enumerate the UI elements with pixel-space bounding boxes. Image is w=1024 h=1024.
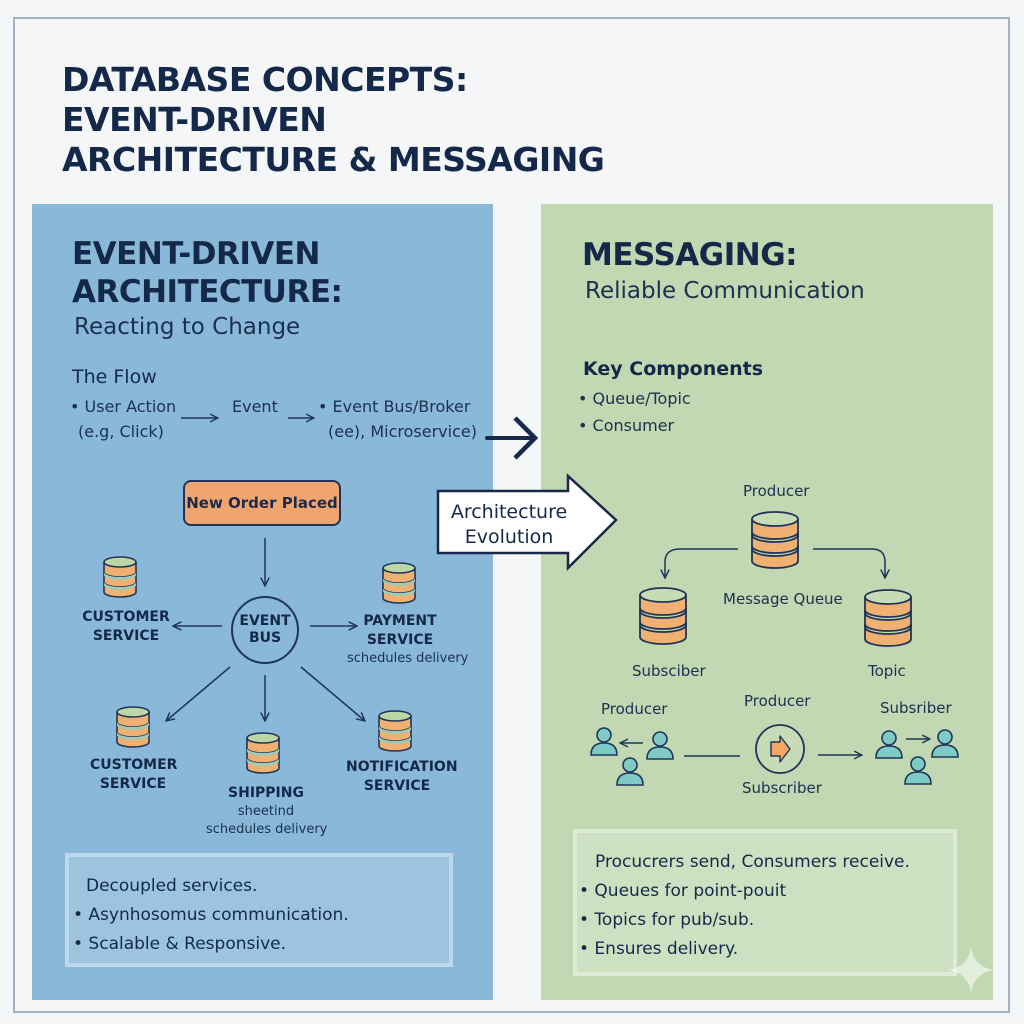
person-icon [616,757,644,786]
node-label-line-2: sheetind [237,804,295,819]
person-icon [646,731,674,760]
queue-producer-label: Producer [743,482,810,500]
payment-service-label: PAYMENT SERVICE [355,612,445,650]
message-queue-label: Message Queue [723,590,843,608]
messaging-summary: Procucrers send, Consumers receive. • Qu… [573,829,957,976]
evolution-label-line-2: Evolution [464,526,554,548]
event-driven-subheading: Reacting to Change [74,314,301,340]
pubsub-subscriber-right-label: Subsriber [880,699,952,717]
person-icon [875,730,903,759]
page-title-line-1: DATABASE CONCEPTS: [62,60,468,99]
node-label-line-1: NOTIFICATION [346,759,458,775]
queue-to-subscriber-arrow [665,548,738,578]
node-label-line-1: CUSTOMER [82,609,170,625]
flow-step-1: • User Action [70,397,177,416]
topic-label: Topic [868,662,906,680]
subscriber-database-icon [639,587,687,645]
pubsub-subscriber-center-label: Subscriber [742,779,822,797]
arrow-right-icon [485,416,539,460]
event-bus-hub: EVENT BUS [231,596,299,664]
node-label-line-2: SERVICE [99,776,167,792]
pubsub-producer-center-label: Producer [744,692,811,710]
architecture-evolution-arrow [436,473,618,572]
component-item: • Queue/Topic [578,389,691,408]
node-label-line-1: PAYMENT [363,613,437,629]
node-label-line-1: CUSTOMER [90,757,178,773]
bus-to-notification-arrow [300,666,365,721]
node-label-line-2: SERVICE [92,628,160,644]
database-icon [246,732,280,774]
page-title-line-2: EVENT-DRIVEN [62,100,327,139]
flow-step-3-note: (ee), Microservice) [328,422,477,441]
database-icon [382,562,416,604]
arrow-right-icon [770,735,791,763]
sparkle-icon [948,947,994,993]
event-bus-label-2: BUS [248,630,282,646]
event-driven-summary: Decoupled services. • Asynhosomus commun… [65,853,453,967]
summary-line: Procucrers send, Consumers receive. [595,852,910,872]
evolution-label-line-1: Architecture [450,501,568,523]
page-title-line-3: ARCHITECTURE & MESSAGING [62,140,605,179]
broker-circle-icon [755,724,805,774]
database-icon [103,556,137,598]
queue-to-topic-arrow [813,548,885,578]
flow-step-2: Event [232,397,278,416]
key-components-title: Key Components [583,358,764,380]
summary-line: • Queues for point-pouit [579,881,787,901]
architecture-evolution-label: Architecture Evolution [440,500,578,550]
pubsub-producer-left-label: Producer [601,700,668,718]
node-label-line-2: SERVICE [363,778,431,794]
shipping-label: SHIPPING sheetind schedules delivery [206,784,328,839]
page-title: DATABASE CONCEPTS: EVENT-DRIVEN ARCHITEC… [62,60,762,180]
component-item: • Consumer [578,416,675,435]
summary-line: Decoupled services. [86,876,258,896]
queue-subscriber-label: Subsciber [632,662,706,680]
person-icon [904,756,932,785]
summary-line: • Scalable & Responsive. [73,934,286,954]
event-bus-label-1: EVENT [239,613,291,629]
flow-title: The Flow [72,366,157,388]
customer-service-label-bottom: CUSTOMER SERVICE [90,756,178,794]
node-label-line-2: SERVICE [366,632,434,648]
producer-group-icon [590,727,674,786]
subscriber-group-icon [875,729,959,785]
event-driven-heading-1: EVENT-DRIVEN [72,236,321,272]
customer-service-label-top: CUSTOMER SERVICE [82,608,170,646]
flow-step-3: • Event Bus/Broker [318,397,471,416]
topic-database-icon [864,589,912,647]
shipping-note: schedules delivery [206,822,328,837]
messaging-subheading: Reliable Communication [585,278,865,304]
flow-step-1-note: (e.g, Click) [78,422,164,441]
message-queue-database-icon [751,511,799,569]
summary-line: • Ensures delivery. [579,939,739,959]
database-icon [116,706,150,748]
messaging-heading: MESSAGING: [582,237,798,273]
payment-service-note: schedules delivery [347,651,469,666]
summary-line: • Asynhosomus communication. [73,905,349,925]
new-order-event-box: New Order Placed [183,480,341,526]
notification-service-label: NOTIFICATION SERVICE [346,758,458,796]
database-icon [378,710,412,752]
bus-to-customer-bottom-arrow [166,666,231,721]
summary-line: • Topics for pub/sub. [579,910,755,930]
node-label-line-1: SHIPPING [228,785,304,801]
person-icon [590,727,618,756]
event-driven-heading-2: ARCHITECTURE: [72,274,343,310]
person-icon [931,729,959,758]
